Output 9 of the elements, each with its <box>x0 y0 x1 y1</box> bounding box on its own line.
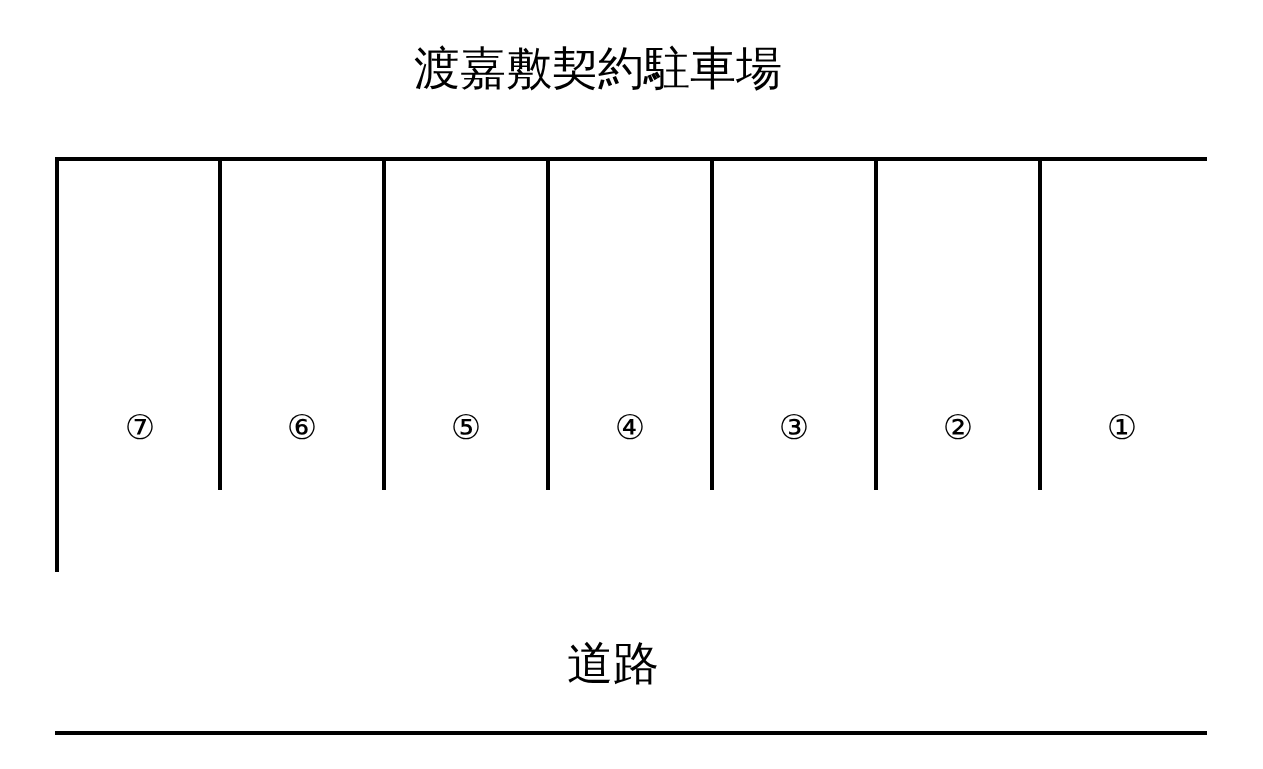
title: 渡嘉敷契約駐車場 <box>414 45 782 91</box>
stall-number: ③ <box>778 410 810 444</box>
stall-number: ④ <box>614 410 646 444</box>
stall-number: ⑥ <box>286 410 318 444</box>
stall-number: ⑦ <box>124 410 156 444</box>
stall-number: ① <box>1106 410 1138 444</box>
stall-number: ⑤ <box>450 410 482 444</box>
stall-number: ② <box>942 410 974 444</box>
road-label: 道路 <box>567 640 659 686</box>
